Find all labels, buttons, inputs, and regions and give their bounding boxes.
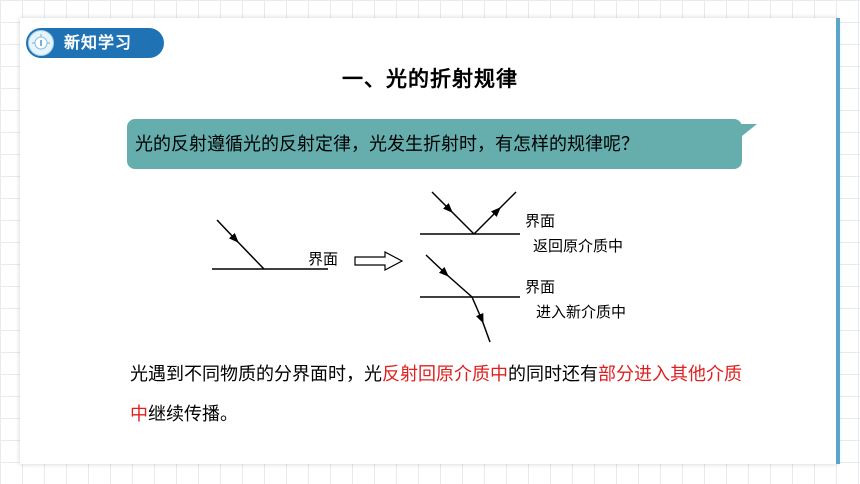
refracted-ray xyxy=(481,319,491,343)
paragraph-highlight-reflect: 反射回原介质中 xyxy=(382,364,508,385)
top-incident-ray xyxy=(449,209,475,235)
badge-label: 新知学习 xyxy=(64,33,133,52)
explanation-paragraph: 光遇到不同物质的分界面时，光反射回原介质中的同时还有部分进入其他介质中继续传播。 xyxy=(130,355,742,435)
left-diagram: 界面 xyxy=(212,219,338,270)
top-caption: 返回原介质中 xyxy=(533,237,623,255)
reflection-diagram: 界面 返回原介质中 xyxy=(420,191,623,255)
paragraph-part-5: 继续传播。 xyxy=(148,404,238,425)
accent-bar xyxy=(836,18,840,464)
bottom-interface-label: 界面 xyxy=(525,278,555,296)
reflected-ray-arrow xyxy=(473,207,501,235)
top-interface-label: 界面 xyxy=(525,212,555,230)
page-title: 一、光的折射规律 xyxy=(342,67,518,91)
paragraph-highlight-enter: 部分进入其他介质中 xyxy=(130,364,742,425)
paragraph-part-3: 的同时还有 xyxy=(508,364,598,385)
transition-arrow-icon xyxy=(354,251,404,271)
left-interface-label: 界面 xyxy=(308,250,338,268)
section-badge: 新知学习 xyxy=(26,28,164,58)
left-incident-ray xyxy=(235,239,265,270)
bottom-incident-ray-arrow xyxy=(425,254,449,277)
refracted-ray-arrow xyxy=(471,296,484,324)
bottom-incident-ray xyxy=(445,273,473,298)
slide-card xyxy=(20,18,838,464)
question-text: 光的反射遵循光的反射定律，光发生折射时，有怎样的规律呢？ xyxy=(135,134,639,155)
top-incident-ray-arrow xyxy=(431,191,453,213)
reflected-ray xyxy=(497,191,517,211)
bubble-tail xyxy=(737,124,757,140)
bottom-caption: 进入新介质中 xyxy=(536,303,626,321)
light-bulb-icon xyxy=(28,30,54,56)
left-incident-ray-arrow xyxy=(216,219,239,243)
paragraph-part-1: 光遇到不同物质的分界面时，光 xyxy=(130,364,382,385)
question-bubble xyxy=(127,119,742,169)
refraction-diagram: 界面 进入新介质中 xyxy=(420,254,626,343)
